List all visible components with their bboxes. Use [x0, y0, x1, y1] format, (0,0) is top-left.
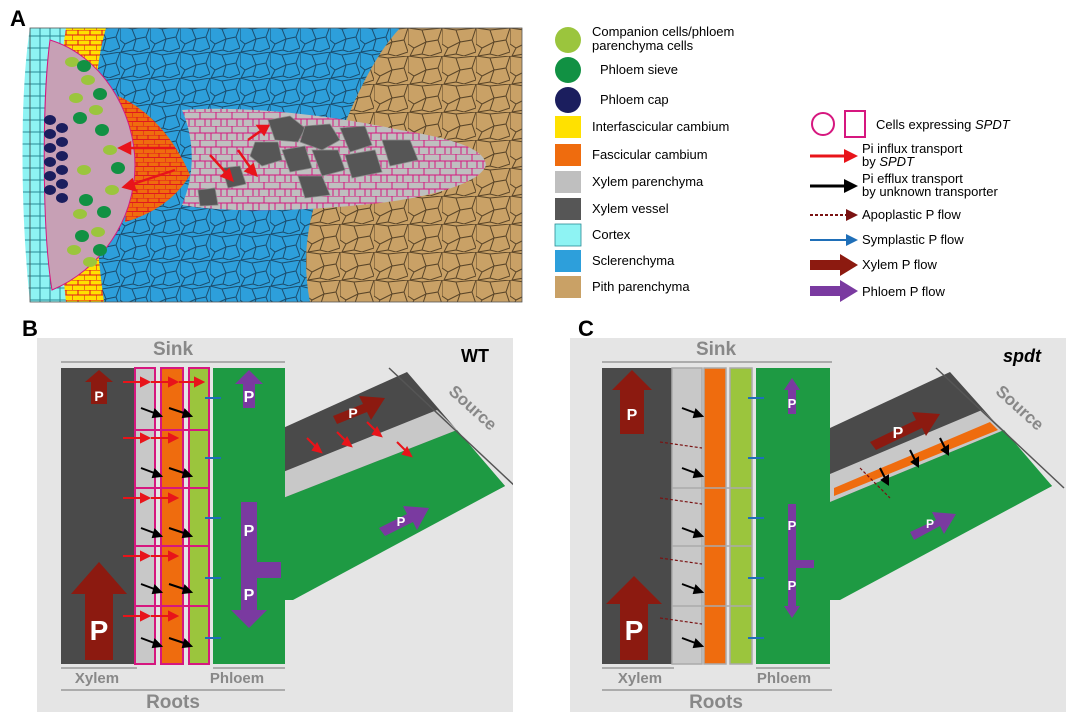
panel-b-diagram: Sink WT Source P P P P P P P: [37, 338, 513, 712]
genotype-label: WT: [461, 346, 489, 366]
cell-partitions: [135, 429, 209, 607]
legend-efflux-arrow: Pi efflux transport by unknown transport…: [810, 171, 999, 199]
legend-spdt-cells: Cells expressing SPDT: [811, 110, 1011, 138]
phloem-label: Phloem: [757, 670, 811, 687]
legend-cortex: Cortex: [554, 223, 631, 247]
svg-text:Phloem cap: Phloem cap: [600, 92, 669, 107]
legend-symplastic-arrow: Symplastic P flow: [810, 232, 964, 247]
svg-text:Cells expressing SPDT: Cells expressing SPDT: [876, 117, 1011, 132]
legend-companion-label-2: parenchyma cells: [592, 38, 694, 53]
svg-text:P: P: [397, 514, 406, 529]
panel-a-influx-arrows: [117, 124, 271, 192]
xylem-flow-arrow-large: [71, 562, 127, 660]
svg-text:Apoplastic P flow: Apoplastic P flow: [862, 207, 961, 222]
panel-a-letter: A: [10, 6, 26, 31]
svg-text:P: P: [893, 425, 904, 442]
xylem-flow-arrow-small: [612, 370, 652, 434]
legend-xylem-flow-arrow: Xylem P flow: [810, 254, 938, 276]
symplastic-arrows: [748, 397, 764, 639]
svg-text:P: P: [625, 615, 644, 646]
cell-partitions: [672, 487, 752, 607]
phloem-flow-arrow-up: [784, 378, 800, 414]
companion-cells-column: [729, 367, 753, 665]
svg-text:P: P: [244, 389, 255, 406]
panel-b-letter: B: [22, 316, 38, 341]
roots-label: Roots: [146, 692, 200, 712]
phloem-label: Phloem: [210, 670, 264, 687]
genotype-label: spdt: [1003, 346, 1042, 366]
panel-a-cross-section: [22, 27, 523, 303]
svg-text:P: P: [94, 388, 103, 404]
xylem-label: Xylem: [618, 670, 662, 687]
efflux-arrows: [681, 407, 949, 649]
legend-xylem-vessel: Xylem vessel: [555, 198, 669, 220]
sink-label: Sink: [696, 339, 737, 360]
phloem-cells: [44, 57, 125, 267]
svg-text:Xylem vessel: Xylem vessel: [592, 201, 669, 216]
symplastic-arrows: [205, 397, 221, 639]
sink-label: Sink: [153, 339, 194, 360]
svg-text:Cortex: Cortex: [592, 227, 631, 242]
svg-text:P: P: [90, 615, 109, 646]
legend-companion-cells: Companion cells/phloem parenchyma cells: [555, 24, 734, 53]
phloem-flow-arrow-source: [379, 506, 429, 536]
legend-fascicular-cambium: Fascicular cambium: [555, 144, 708, 166]
companion-cells-column: [188, 367, 210, 665]
svg-text:Phloem P flow: Phloem P flow: [862, 284, 945, 299]
svg-text:Pi influx transport: Pi influx transport: [862, 141, 963, 156]
xylem-flow-arrow-source: [870, 412, 940, 450]
legend-phloem-cap: Phloem cap: [555, 87, 669, 113]
legend-pith-parenchyma: Pith parenchyma: [555, 276, 690, 298]
phloem-flow-arrow-branch: [231, 502, 281, 628]
svg-text:Xylem P flow: Xylem P flow: [862, 257, 938, 272]
efflux-arrows: [140, 407, 194, 649]
panel-c-diagram: Sink spdt Source P P P P P P P: [570, 338, 1066, 712]
svg-text:by SPDT: by SPDT: [862, 154, 915, 169]
svg-text:Fascicular cambium: Fascicular cambium: [592, 147, 708, 162]
panel-c-letter: C: [578, 316, 594, 341]
svg-text:P: P: [788, 578, 797, 593]
panel-a-legend: Companion cells/phloem parenchyma cells …: [554, 24, 1011, 302]
svg-text:P: P: [926, 517, 934, 531]
fascicular-cambium-column: [703, 367, 727, 665]
phloem-flow-arrow-branch: [784, 504, 814, 618]
legend-interfascicular-cambium: Interfascicular cambium: [555, 116, 729, 138]
svg-text:P: P: [244, 523, 255, 540]
xylem-flow-arrow-large: [606, 576, 662, 660]
legend-phloem-sieve: Phloem sieve: [555, 57, 678, 83]
svg-text:P: P: [788, 396, 797, 411]
svg-text:P: P: [788, 518, 797, 533]
svg-text:Pith parenchyma: Pith parenchyma: [592, 279, 690, 294]
influx-arrows: [123, 376, 413, 622]
svg-text:Interfascicular cambium: Interfascicular cambium: [592, 119, 729, 134]
legend-phloem-flow-arrow: Phloem P flow: [810, 280, 945, 302]
xylem-label: Xylem: [75, 670, 119, 687]
svg-text:P: P: [627, 407, 638, 424]
svg-text:Xylem parenchyma: Xylem parenchyma: [592, 174, 704, 189]
legend-companion-label: Companion cells/phloem: [592, 24, 734, 39]
legend-xylem-parenchyma: Xylem parenchyma: [555, 171, 704, 193]
svg-text:P: P: [244, 587, 255, 604]
fascicular-cambium-column: [160, 367, 184, 665]
svg-text:P: P: [348, 405, 357, 421]
xylem-flow-arrow-small: [85, 370, 113, 404]
apoplastic-arrows: [659, 441, 891, 625]
phloem-flow-arrow-source: [910, 512, 956, 540]
svg-text:Pi efflux transport: Pi efflux transport: [862, 171, 963, 186]
xylem-flow-arrow-source: [333, 396, 385, 424]
legend-apoplastic-arrow: Apoplastic P flow: [810, 207, 961, 222]
roots-label: Roots: [689, 692, 743, 712]
xylem-vessel-cluster: [197, 115, 419, 207]
svg-text:Phloem sieve: Phloem sieve: [600, 62, 678, 77]
svg-text:Symplastic P flow: Symplastic P flow: [862, 232, 964, 247]
legend-influx-arrow: Pi influx transport by SPDT: [810, 141, 963, 169]
svg-text:Sclerenchyma: Sclerenchyma: [592, 253, 675, 268]
legend-sclerenchyma: Sclerenchyma: [555, 250, 675, 272]
svg-text:by unknown transporter: by unknown transporter: [862, 184, 999, 199]
phloem-flow-arrow-up: [235, 370, 263, 408]
